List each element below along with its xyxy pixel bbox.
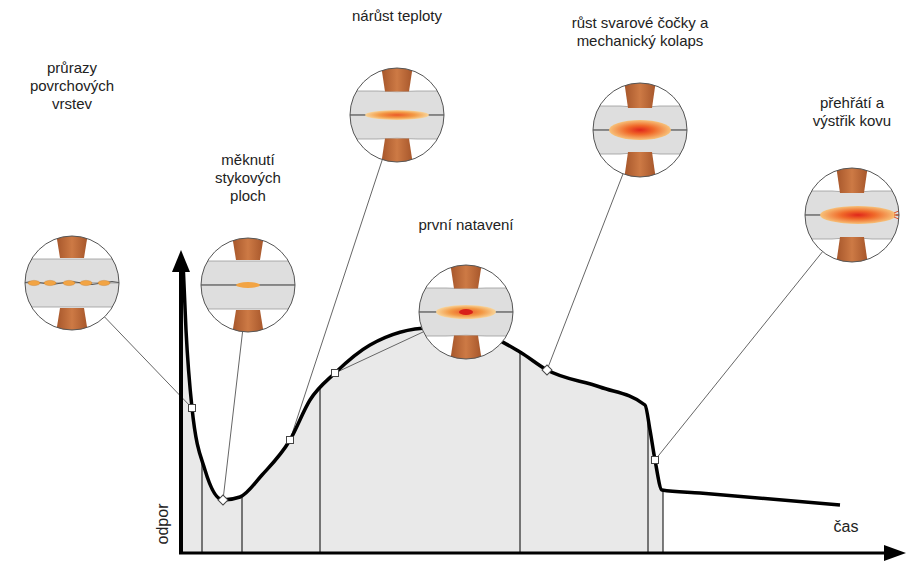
- weld-illustration: [416, 262, 516, 362]
- weld-illustration: [22, 233, 122, 333]
- leader-line: [547, 174, 623, 370]
- x-axis-arrow: [884, 545, 906, 561]
- x-axis: [179, 552, 890, 555]
- phase-divider: [202, 461, 203, 553]
- stage-marker: [189, 405, 196, 412]
- y-axis-arrow: [172, 250, 190, 272]
- stage-inset: nárůst teploty: [337, 7, 457, 165]
- stage-inset: průrazy povrchových vrstev: [22, 59, 122, 333]
- leader-line: [335, 332, 423, 373]
- stage-label: nárůst teploty: [337, 7, 457, 25]
- weld-illustration: [347, 65, 447, 165]
- stage-marker: [218, 495, 228, 505]
- stage-inset: první natavení: [406, 216, 526, 362]
- stage-marker: [542, 365, 552, 375]
- stage-label: první natavení: [406, 216, 526, 234]
- stage-label: růst svarové čočky a mechanický kolaps: [550, 14, 730, 50]
- stage-marker: [287, 437, 294, 444]
- stage-inset: měknutí stykových ploch: [198, 151, 298, 335]
- axis-label: čas: [834, 518, 859, 536]
- phase-divider: [320, 387, 321, 553]
- phase-divider: [663, 490, 664, 553]
- area-fill: [181, 262, 700, 553]
- phase-divider: [648, 418, 649, 553]
- weld-illustration: [802, 165, 902, 265]
- leader-line: [223, 332, 243, 500]
- leader-line: [290, 160, 382, 440]
- weld-illustration: [590, 80, 690, 180]
- stage-label: průrazy povrchových vrstev: [25, 59, 120, 113]
- stage-marker: [332, 370, 339, 377]
- stage-inset: růst svarové čočky a mechanický kolaps: [550, 14, 730, 180]
- leader-line: [655, 252, 823, 460]
- stage-marker: [652, 457, 659, 464]
- y-axis: [179, 268, 183, 553]
- stage-label: měknutí stykových ploch: [203, 151, 293, 205]
- weld-illustration: [198, 235, 298, 335]
- resistance-curve: [183, 262, 840, 505]
- stage-label: přehřátí a výstřik kovu: [802, 94, 902, 130]
- phase-divider: [242, 496, 243, 553]
- leader-line: [105, 317, 192, 408]
- stage-inset: přehřátí a výstřik kovu: [802, 94, 902, 265]
- axis-label: odpor: [154, 504, 172, 545]
- phase-divider: [520, 352, 521, 553]
